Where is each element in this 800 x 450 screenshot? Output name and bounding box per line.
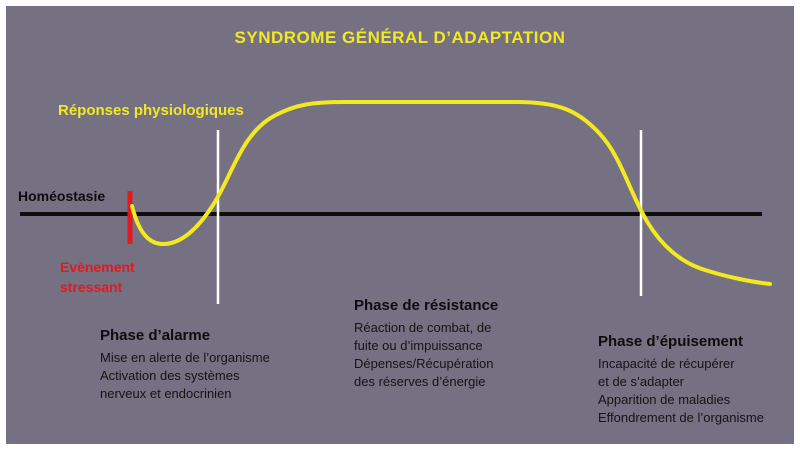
homeostasis-label: Homéostasie	[18, 188, 106, 204]
phase-resistance-line: fuite ou d’impuissance	[354, 337, 483, 353]
phase-exhaustion-line: Incapacité de récupérer	[598, 355, 735, 371]
stress-event-line2: stressant	[60, 278, 123, 295]
phase-exhaustion-line: Apparition de maladies	[598, 391, 731, 407]
stress-event-line1: Evènement	[60, 259, 135, 275]
phase-exhaustion-title: Phase d’épuisement	[598, 333, 744, 350]
phase-resistance-line: des réserves d’énergie	[354, 373, 486, 389]
phase-exhaustion-line: et de s’adapter	[598, 373, 685, 389]
responses-label: Réponses physiologiques	[58, 102, 244, 119]
phase-exhaustion-line: Effondrement de l’organisme	[598, 409, 764, 425]
phase-alarm-line: nerveux et endocrinien	[100, 385, 232, 401]
phase-alarm-block: Phase d’alarme Mise en alerte de l’organ…	[100, 326, 270, 403]
phase-resistance-title: Phase de résistance	[354, 297, 499, 314]
diagram-title: SYNDROME GÉNÉRAL D’ADAPTATION	[234, 28, 566, 47]
phase-resistance-line: Réaction de combat, de	[354, 319, 492, 335]
adaptation-curve-svg	[20, 100, 772, 304]
phase-resistance-block: Phase de résistance Réaction de combat, …	[354, 296, 498, 390]
phase-resistance-line: Dépenses/Récupération	[354, 355, 494, 371]
phase-alarm-line: Mise en alerte de l’organisme	[100, 349, 270, 365]
phase-alarm-line: Activation des systèmes	[100, 367, 240, 383]
phase-exhaustion-block: Phase d’épuisement Incapacité de récupér…	[598, 332, 764, 426]
phase-alarm-title: Phase d’alarme	[100, 327, 211, 344]
stress-event-label: Evènement stressant	[60, 258, 135, 297]
physiological-response-curve	[130, 100, 772, 286]
